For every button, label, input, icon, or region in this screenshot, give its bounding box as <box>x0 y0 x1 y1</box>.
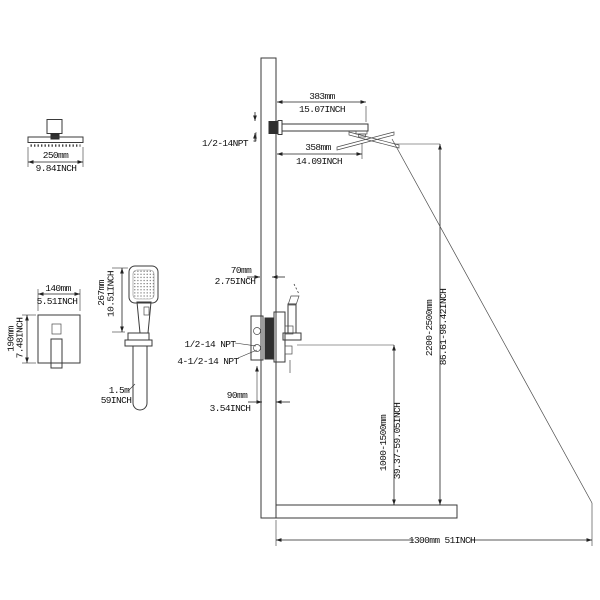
wall-section <box>260 57 277 519</box>
hand-shower-handle <box>136 301 152 334</box>
floor-section <box>275 504 458 519</box>
overhead-shower-head-side-view: 358mm 14.09INCH <box>277 130 400 167</box>
label-valve-ports-thread: 4-1/2-14 NPT <box>177 356 239 367</box>
head-plate <box>27 136 84 143</box>
label-arm-thread: 1/2-14NPT <box>202 138 249 149</box>
dim-head-reach-inch: 14.09INCH <box>296 156 342 167</box>
arm-wall-fitting <box>268 121 279 134</box>
valve-lower-bracket <box>284 345 293 355</box>
dim-spray-reach-text: 1300mm 51INCH <box>409 535 475 546</box>
dim-head-height-mm: 2200-2500mm <box>424 299 435 356</box>
label-valve-thread: 1/2-14 NPT <box>184 339 236 350</box>
hose-elbow <box>124 339 153 347</box>
head-neck-fitting <box>50 133 60 140</box>
dim-valve-height-range-inch: 39.37-59.05INCH <box>392 403 403 480</box>
hand-shower-spray-face <box>132 269 155 300</box>
shower-hose <box>132 345 148 411</box>
dim-head-width-mm: 250mm <box>43 150 69 161</box>
valve-trim-plate-side <box>273 311 286 363</box>
spray-diagonal-line <box>391 138 593 504</box>
head-ball-joint-lower <box>358 133 366 138</box>
dim-spray-reach: 1300mm 51INCH <box>275 503 593 546</box>
hand-shower: 1.5m 59INCH 267mm 10.51INCH <box>96 265 159 411</box>
head-supply-connector <box>46 119 63 134</box>
dim-hose-length-inch: 59INCH <box>101 395 132 406</box>
dim-valve-height-inch: 7.48INCH <box>15 318 26 359</box>
floor-hatch <box>275 504 458 519</box>
shower-arm-side-view: 1/2-14NPT 383mm 15.07INCH <box>202 91 369 149</box>
valve-side-view <box>250 283 302 373</box>
dim-hand-shower-mm: 267mm <box>96 279 107 305</box>
dim-hose-length-m: 1.5m <box>109 385 130 396</box>
overhead-shower-head-front-view: 250mm 9.84INCH <box>27 119 84 174</box>
valve-inlet-port <box>253 327 261 335</box>
dim-head-reach-mm: 358mm <box>305 142 331 153</box>
hose-leader-line <box>127 383 136 392</box>
dim-valve-height-mm: 190mm <box>6 325 17 351</box>
dim-valve-mount-height: 1000-1500mm 39.37-59.05INCH <box>297 344 403 505</box>
valve-lever-cap <box>287 295 300 306</box>
arm-thread-leader <box>253 132 257 142</box>
dim-valve-depth-max-mm: 90mm <box>227 390 248 401</box>
valve-lever-base <box>282 332 302 341</box>
valve-cartridge <box>264 317 275 360</box>
dim-arm-length-inch: 15.07INCH <box>299 104 345 115</box>
dim-valve-depth-max-inch: 3.54INCH <box>210 403 251 414</box>
hose-nut <box>127 332 150 341</box>
valve-outlet-port <box>253 344 261 352</box>
spray-trajectory <box>391 138 593 504</box>
head-plate-tilted-a <box>336 131 395 151</box>
dim-valve-depth-min-mm: 70mm <box>231 265 252 276</box>
dim-valve-width-mm: 140mm <box>45 283 71 294</box>
dim-head-mount-height: 2200-2500mm 86.61-98.42INCH <box>394 143 449 505</box>
dim-head-height-inch: 86.61-98.42INCH <box>438 289 449 366</box>
dim-arm-length-mm: 383mm <box>309 91 335 102</box>
wall-hatch <box>260 57 277 519</box>
hand-shower-head <box>128 265 159 304</box>
dim-valve-height-range-mm: 1000-1500mm <box>378 414 389 471</box>
valve-front-view: 140mm 5.51INCH 190mm 7.48INCH <box>6 283 81 369</box>
dim-hand-shower-inch: 10.51INCH <box>106 271 117 317</box>
valve-bracket <box>284 325 294 335</box>
shower-arm <box>281 123 369 132</box>
head-plate-tilted-b <box>348 131 400 149</box>
valve-lever-shaft <box>287 303 297 334</box>
valve-diverter-button <box>51 323 62 335</box>
hand-shower-clip <box>143 306 150 316</box>
valve-thread-labels: 1/2-14 NPT 4-1/2-14 NPT <box>177 339 258 367</box>
dim-valve-depth-min: 70mm 2.75INCH <box>215 265 285 287</box>
arm-flange <box>277 120 283 135</box>
dim-head-width-inch: 9.84INCH <box>36 163 77 174</box>
valve-plate <box>37 314 81 364</box>
valve-rough-in-body <box>250 315 264 361</box>
dim-valve-depth-max: 90mm 3.54INCH <box>210 366 290 414</box>
valve-handle-front <box>50 338 63 369</box>
lever-motion-dashes <box>293 283 300 295</box>
dim-valve-depth-min-inch: 2.75INCH <box>215 276 256 287</box>
dim-valve-width-inch: 5.51INCH <box>37 296 78 307</box>
